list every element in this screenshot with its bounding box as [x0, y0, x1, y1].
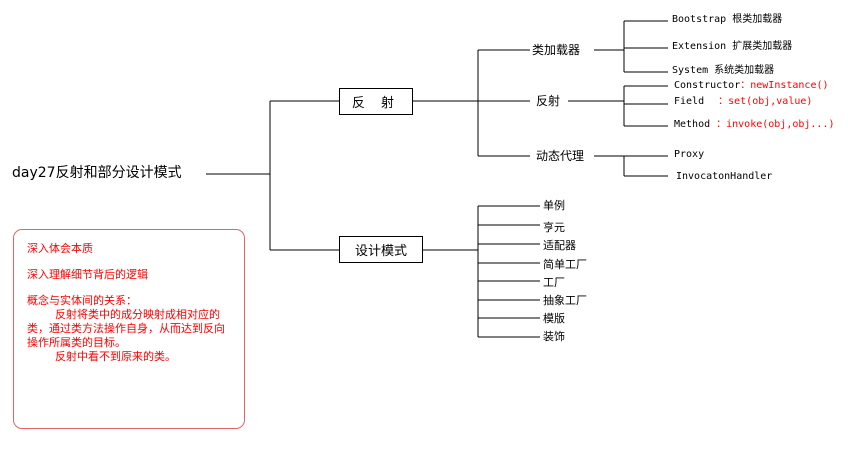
reflect-item-name: Field — [674, 96, 705, 107]
pattern-item: 单例 — [543, 199, 565, 212]
reflect-item-detail: ：newInstance() — [740, 80, 829, 91]
dynamic-proxy-node: 动态代理 — [536, 149, 585, 163]
pattern-item: 适配器 — [543, 239, 576, 252]
pattern-item: 亨元 — [543, 221, 565, 234]
reflect-item-detail: ：invoke(obj,obj...) — [716, 119, 835, 130]
pattern-item: 简单工厂 — [543, 258, 587, 271]
pattern-item: 装饰 — [543, 330, 565, 343]
classloader-item: System 系统类加载器 — [672, 65, 775, 76]
reflect-item: Constructor：newInstance() — [674, 81, 829, 91]
note-line: 深入体会本质 — [27, 242, 93, 255]
classloader-node: 类加载器 — [532, 43, 581, 57]
pattern-item: 抽象工厂 — [543, 294, 587, 307]
proxy-item: Proxy — [674, 149, 705, 160]
reflect-item: Field ：set(obj,value) — [674, 97, 812, 107]
note-line: 反射将类中的成分映射成相对应的类，通过类方法操作自身，从而达到反向操作所属类的目… — [27, 308, 225, 349]
root-topic: day27反射和部分设计模式 — [12, 165, 182, 181]
note-line: 深入理解细节背后的逻辑 — [27, 268, 148, 281]
note-box: 深入体会本质 深入理解细节背后的逻辑 概念与实体间的关系： 反射将类中的成分映射… — [13, 229, 245, 429]
reflect-item-detail: ：set(obj,value) — [718, 96, 813, 107]
reflect-node: 反射 — [536, 94, 561, 108]
classloader-item: Extension 扩展类加载器 — [672, 41, 793, 52]
note-line: 概念与实体间的关系： — [27, 294, 137, 307]
design-patterns-node: 设计模式 — [339, 236, 423, 263]
pattern-item: 工厂 — [543, 276, 565, 289]
reflection-node: 反 射 — [339, 88, 413, 115]
reflect-item-name: Constructor — [674, 80, 741, 91]
reflect-item: Method ：invoke(obj,obj...) — [674, 120, 835, 130]
classloader-item: Bootstrap 根类加载器 — [672, 14, 783, 25]
pattern-item: 模版 — [543, 312, 565, 325]
reflect-item-name: Method — [674, 119, 711, 130]
proxy-item: InvocatonHandler — [676, 171, 773, 182]
note-line: 反射中看不到原来的类。 — [55, 350, 176, 363]
